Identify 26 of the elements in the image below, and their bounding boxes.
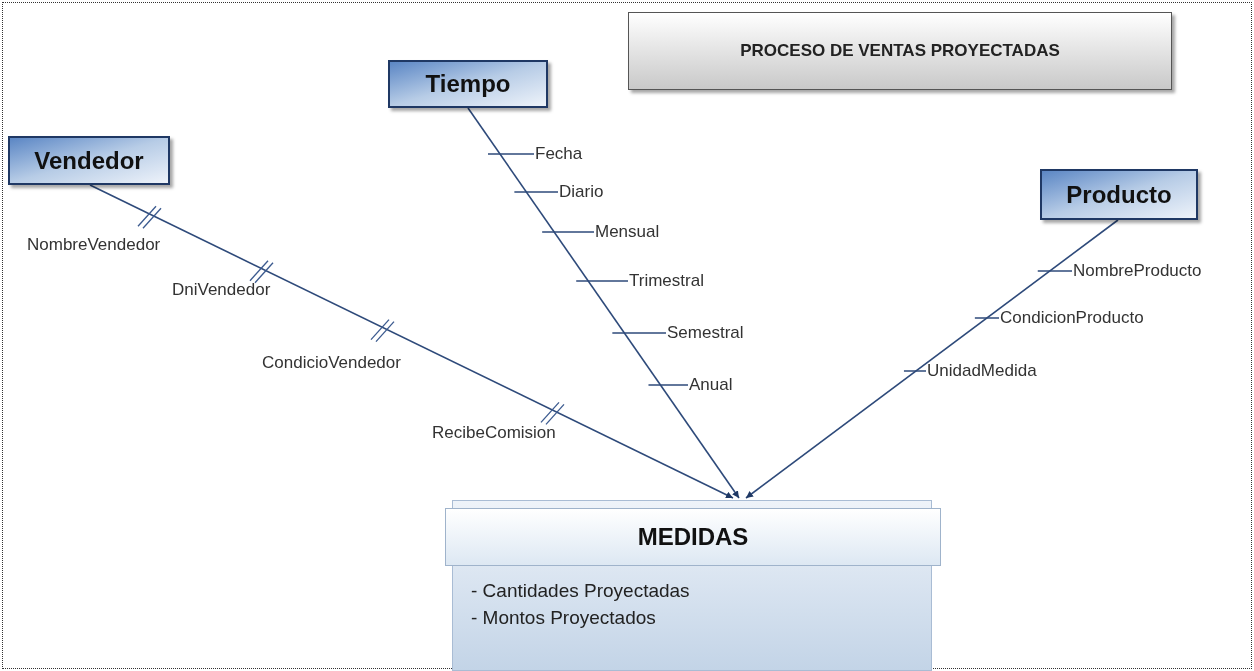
entity-box <box>1040 169 1198 220</box>
entity-box <box>388 60 548 108</box>
attribute-label: NombreVendedor <box>27 234 161 256</box>
attribute-label: Trimestral <box>629 270 704 292</box>
attribute-label: Mensual <box>595 221 660 243</box>
attribute-label: CondicioVendedor <box>262 352 401 374</box>
measure-item: - Cantidades Proyectadas <box>471 579 690 603</box>
measure-item: - Montos Proyectados <box>471 606 657 630</box>
attribute-label: DniVendedor <box>172 279 271 301</box>
arrow <box>745 219 1119 499</box>
diagram-title: PROCESO DE VENTAS PROYECTADAS <box>740 40 1060 63</box>
measures-heading: MEDIDAS <box>637 522 749 552</box>
attribute-label: Fecha <box>535 143 583 165</box>
entity-name: Vendedor <box>34 145 144 176</box>
attribute-label: Semestral <box>667 322 744 344</box>
entity-name: Tiempo <box>425 69 511 99</box>
arrow <box>89 184 734 499</box>
arrow <box>467 107 740 499</box>
attribute-label: RecibeComision <box>432 422 556 444</box>
attribute-label: Diario <box>559 181 604 203</box>
entity-box <box>8 136 170 185</box>
attribute-label: Anual <box>689 374 733 396</box>
attribute-label: NombreProducto <box>1073 260 1202 282</box>
attribute-label: UnidadMedida <box>927 360 1037 382</box>
attribute-label: CondicionProducto <box>1000 307 1144 329</box>
entity-name: Producto <box>1066 179 1172 210</box>
